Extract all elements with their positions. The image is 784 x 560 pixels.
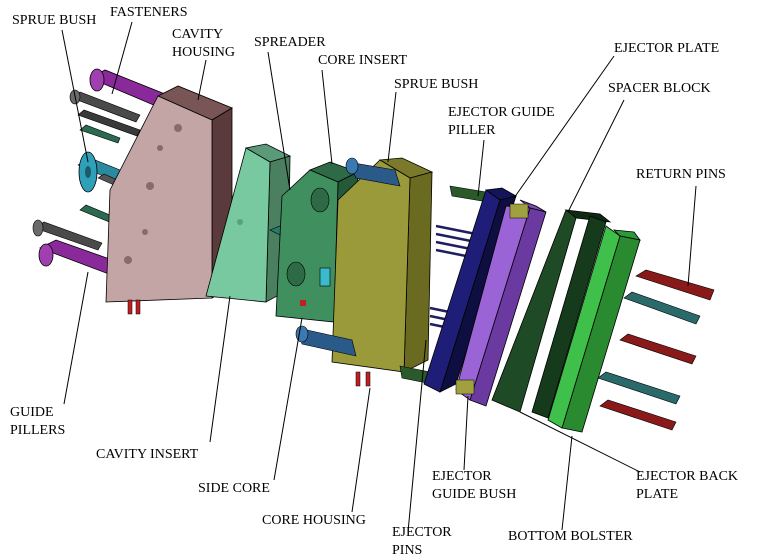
- label-ejector-back-plate-line-1: EJECTOR BACK: [636, 469, 739, 484]
- label-ejector-guide-bush-line-2: GUIDE BUSH: [432, 487, 517, 502]
- label-ejector-plate: EJECTOR PLATE: [614, 41, 720, 56]
- label-ejector-pins-line-2: PINS: [392, 543, 423, 558]
- ejector-back-plate: [455, 199, 547, 407]
- label-cavity-housing: CAVITY HOUSING: [172, 26, 235, 62]
- label-cavity-housing-line-1: CAVITY: [172, 27, 224, 42]
- label-sprue-bush-left: SPRUE BUSH: [12, 13, 97, 28]
- label-bottom-bolster: BOTTOM BOLSTER: [508, 529, 633, 544]
- label-ejector-guide-piller-line-2: PILLER: [448, 123, 496, 138]
- label-ejector-guide-piller: EJECTOR GUIDE PILLER: [448, 104, 555, 140]
- label-spacer-block: SPACER BLOCK: [608, 81, 711, 96]
- label-sprue-bush-right: SPRUE BUSH: [394, 77, 479, 92]
- label-core-insert: CORE INSERT: [318, 53, 407, 68]
- spacer-block: [491, 209, 612, 419]
- label-cavity-insert: CAVITY INSERT: [96, 447, 199, 462]
- label-fasteners: FASTENERS: [110, 5, 188, 20]
- leader-lines: [61, 21, 697, 533]
- label-ejector-guide-piller-line-1: EJECTOR GUIDE: [448, 105, 555, 120]
- label-side-core: SIDE CORE: [198, 481, 270, 496]
- label-spreader: SPREADER: [254, 35, 326, 50]
- label-ejector-back-plate: EJECTOR BACK PLATE: [636, 468, 738, 504]
- label-ejector-guide-bush: EJECTOR GUIDE BUSH: [432, 468, 516, 504]
- label-guide-pillers: GUIDE PILLERS: [10, 404, 65, 440]
- label-guide-pillers-line-2: PILLERS: [10, 423, 66, 438]
- label-ejector-back-plate-line-2: PLATE: [636, 487, 678, 502]
- label-cavity-housing-line-2: HOUSING: [172, 45, 235, 60]
- bottom-bolster: [547, 225, 641, 433]
- label-return-pins: RETURN PINS: [636, 167, 726, 182]
- top-fasteners: [69, 89, 141, 144]
- label-ejector-guide-bush-line-1: EJECTOR: [432, 469, 492, 484]
- return-pins: [597, 269, 715, 431]
- top-guide-piller: [89, 68, 176, 113]
- label-ejector-pins-line-1: EJECTOR: [392, 525, 452, 540]
- core-housing: [295, 157, 434, 387]
- label-core-housing: CORE HOUSING: [262, 513, 366, 528]
- label-ejector-pins: EJECTOR PINS: [392, 524, 452, 560]
- label-guide-pillers-line-1: GUIDE: [10, 405, 54, 420]
